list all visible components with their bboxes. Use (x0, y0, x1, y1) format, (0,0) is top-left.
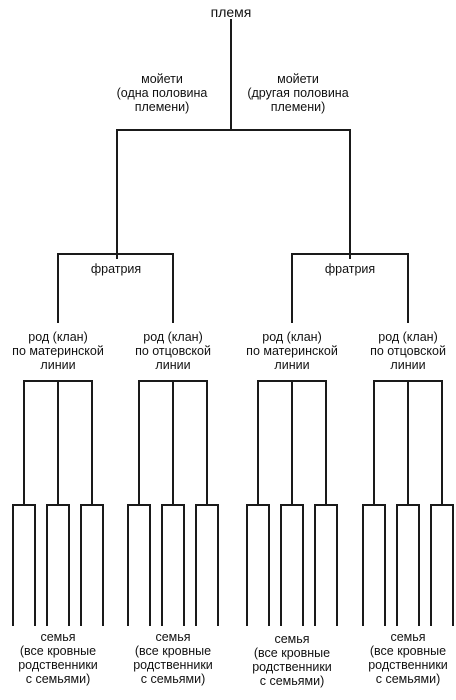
phratry-label-left: фратрия (90, 262, 142, 276)
tribe-label: племя (210, 4, 252, 20)
tree-connectors (12, 19, 454, 626)
phratry-label-right: фратрия (324, 262, 376, 276)
